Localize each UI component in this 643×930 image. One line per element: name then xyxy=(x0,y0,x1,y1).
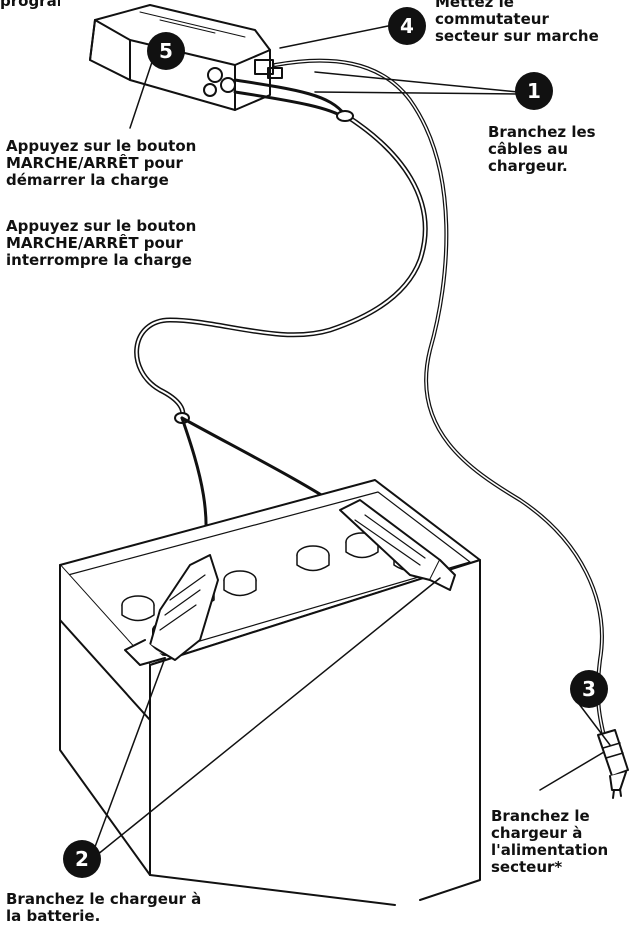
step-badge-1: 1 xyxy=(515,72,553,110)
step-1-label: Branchez les câbles au chargeur. xyxy=(488,124,596,175)
step-3-label: Branchez le chargeur à l'alimentation se… xyxy=(491,808,608,876)
heading-fragment: programme xyxy=(0,0,60,12)
step-badge-2: 2 xyxy=(63,840,101,878)
mains-plug xyxy=(598,730,628,798)
step-5-stop-label: Appuyez sur le bouton MARCHE/ARRÊT pour … xyxy=(6,218,196,269)
step-badge-3: 3 xyxy=(570,670,608,708)
step-2-label: Branchez le chargeur à la batterie. xyxy=(6,891,201,925)
step-badge-4: 4 xyxy=(388,7,426,45)
step-badge-5: 5 xyxy=(147,32,185,70)
step-4-label: Mettez le commutateur secteur sur marche xyxy=(435,0,599,45)
step-5-start-label: Appuyez sur le bouton MARCHE/ARRÊT pour … xyxy=(6,138,196,189)
